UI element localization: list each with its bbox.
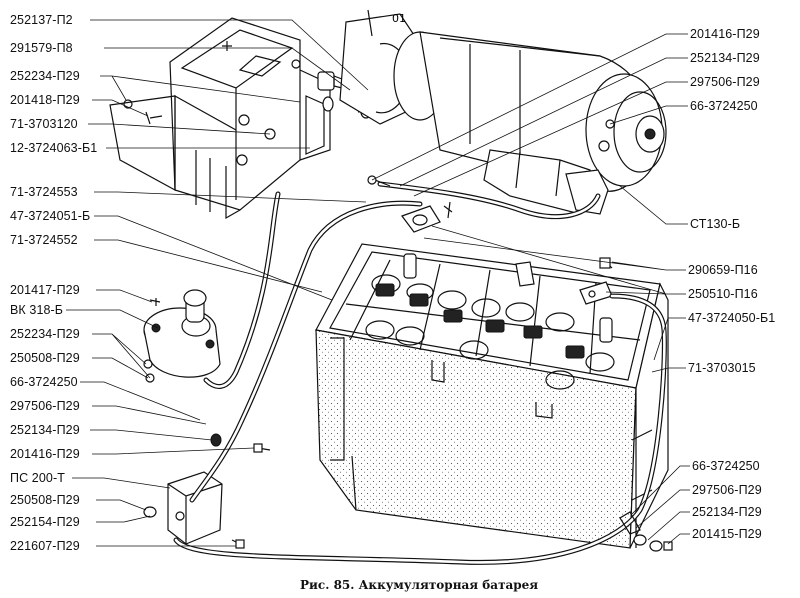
label-66-3724250-b: 66-3724250 [690, 99, 758, 113]
label-252134-p29-a: 252134-П29 [10, 423, 80, 437]
battery-box-bracket [109, 17, 331, 220]
label-297506-p29-c: 297506-П29 [692, 483, 762, 497]
label-201416-p29-b: 201416-П29 [690, 27, 760, 41]
label-st130-b: СТ130-Б [690, 217, 741, 231]
label-71-3724552: 71-3724552 [10, 233, 78, 247]
starter-marking: 01 [392, 12, 406, 25]
label-250508-p29-a: 250508-П29 [10, 351, 80, 365]
label-201417-p29: 201417-П29 [10, 283, 80, 297]
battery-switch [143, 289, 221, 383]
battery-cell-caps [365, 274, 615, 390]
figure-caption: Рис. 85. Аккумуляторная батарея [300, 578, 539, 592]
label-vk318-b: ВК 318-Б [10, 303, 64, 317]
label-290659-p16: 290659-П16 [688, 263, 758, 277]
leader-lines-left [66, 19, 369, 547]
label-66-3724250-c: 66-3724250 [692, 459, 760, 473]
label-250508-p29-b: 250508-П29 [10, 493, 80, 507]
label-252134-p29-c: 252134-П29 [692, 505, 762, 519]
label-201418-p29: 201418-П29 [10, 93, 80, 107]
label-252234-p29-a: 252234-П29 [10, 69, 80, 83]
label-250510-p16: 250510-П16 [688, 287, 758, 301]
label-47-3724051-b: 47-3724051-Б [10, 209, 91, 223]
label-252154-p29: 252154-П29 [10, 515, 80, 529]
label-47-3724050-b1: 47-3724050-Б1 [688, 311, 776, 325]
label-297506-p29-a: 297506-П29 [10, 399, 80, 413]
terminal-positive [599, 317, 613, 343]
starter-motor: 01 [339, 9, 667, 215]
label-221607-p29: 221607-П29 [10, 539, 80, 553]
label-297506-p29-b: 297506-П29 [690, 75, 760, 89]
terminal-negative [403, 253, 417, 279]
cables [173, 181, 667, 565]
label-ps200-t: ПС 200-Т [10, 471, 65, 485]
label-12-3724063-b1: 12-3724063-Б1 [10, 141, 98, 155]
label-71-3703120: 71-3703120 [10, 117, 78, 131]
label-252137-p2: 252137-П2 [10, 13, 73, 27]
remote-switch [167, 471, 245, 549]
leader-lines-right [371, 33, 690, 545]
label-252134-p29-b: 252134-П29 [690, 51, 760, 65]
label-201415-p29: 201415-П29 [692, 527, 762, 541]
label-291579-p8: 291579-П8 [10, 41, 73, 55]
label-252234-p29-b: 252234-П29 [10, 327, 80, 341]
battery [315, 243, 669, 549]
label-71-3724553: 71-3724553 [10, 185, 78, 199]
label-71-3703015: 71-3703015 [688, 361, 756, 375]
label-201416-p29-a: 201416-П29 [10, 447, 80, 461]
label-66-3724250-a: 66-3724250 [10, 375, 78, 389]
